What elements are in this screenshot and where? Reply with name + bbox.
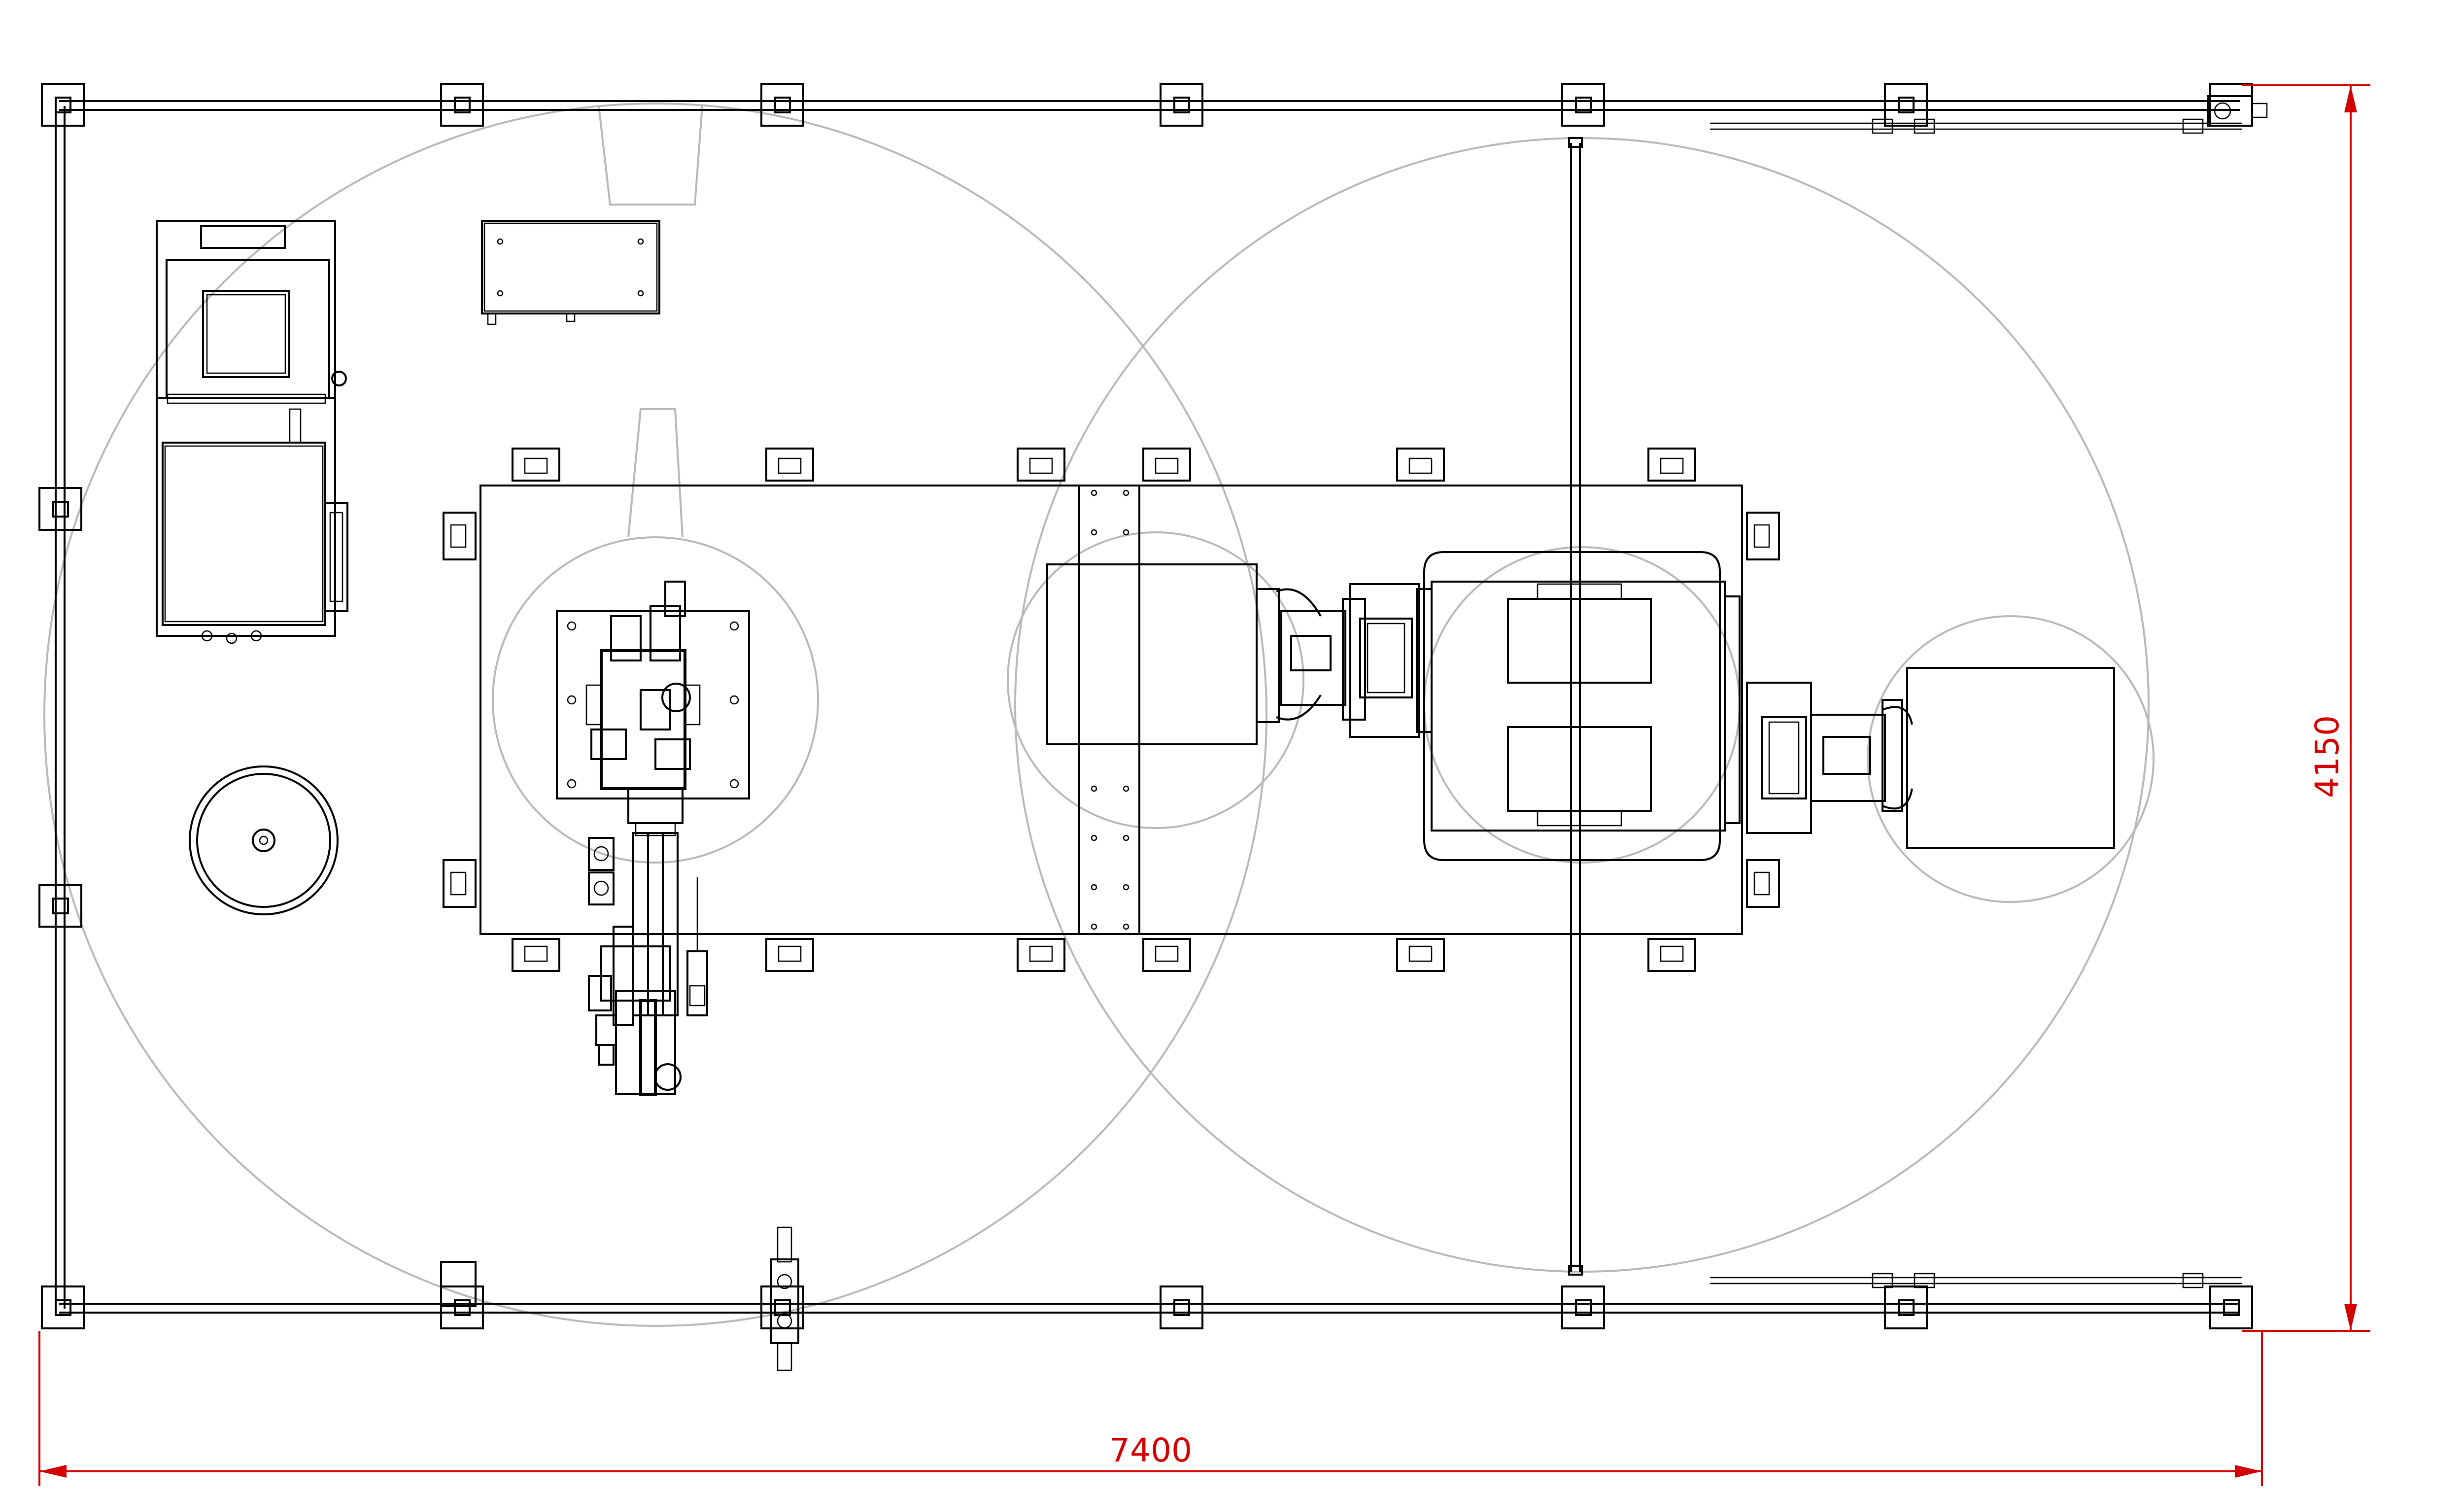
reach-circle-right-block <box>1867 615 2155 903</box>
reach-circle-right-robot <box>1014 137 2150 1273</box>
dimension-height: 4150 <box>2242 84 2370 1332</box>
positioner-right-arm <box>1746 682 1913 834</box>
table-mounting-feet <box>443 448 1780 972</box>
reach-circle-welding-head <box>492 536 819 864</box>
control-cabinet-lower <box>156 397 348 644</box>
reach-circle-left-robot <box>43 103 1267 1327</box>
right-end-block <box>1906 667 2115 849</box>
welding-robot-head <box>556 581 750 836</box>
wire-feeder-arm <box>588 832 708 1096</box>
reach-notch-top <box>598 105 703 206</box>
dimension-width: 7400 <box>38 1331 2263 1486</box>
wire-spool <box>189 765 339 915</box>
fence-posts <box>38 83 2253 1371</box>
reach-notch-center <box>627 408 684 538</box>
dimension-width-label: 7400 <box>1109 1431 1192 1469</box>
safety-fence <box>55 95 2268 1314</box>
positioner-left-arm <box>1256 583 1433 738</box>
robot-controller-box <box>481 220 660 325</box>
dimension-height-label: 4150 <box>2308 715 2346 798</box>
reach-circle-positioner <box>1423 546 1741 864</box>
welding-table <box>479 485 1743 935</box>
control-cabinet-upper <box>156 220 347 404</box>
reach-circle-center-post <box>1007 531 1304 829</box>
positioner-turntable <box>1423 551 1741 861</box>
light-curtain-divider <box>1568 137 1583 1276</box>
